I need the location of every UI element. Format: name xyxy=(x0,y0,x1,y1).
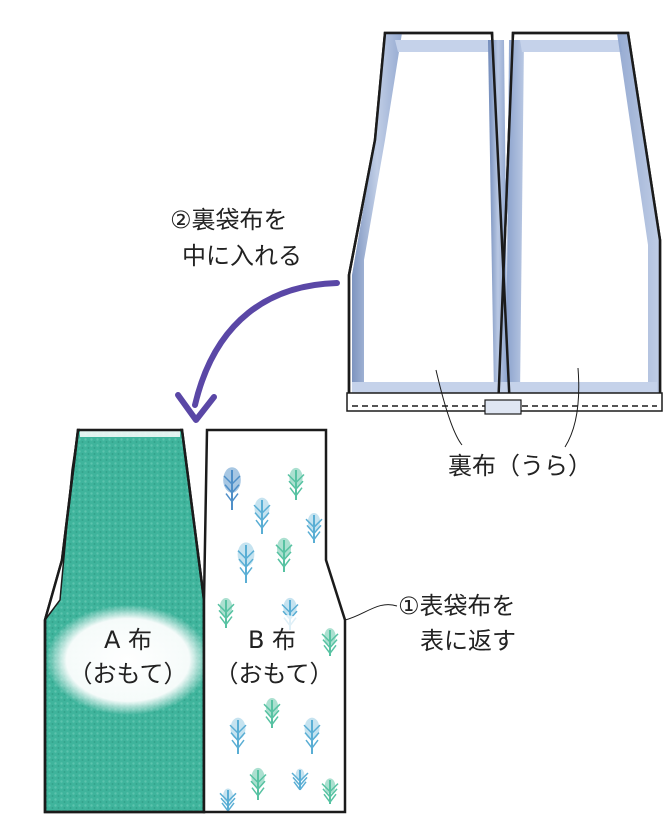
print-tree xyxy=(287,467,305,500)
print-tree xyxy=(249,767,267,800)
lining-right-top-band xyxy=(520,40,622,52)
fabric-b-side: （おもて） xyxy=(214,660,334,688)
fabric-b-tree-print xyxy=(217,467,339,812)
step2-line2: 中に入れる xyxy=(182,242,302,270)
arrow-head xyxy=(175,392,217,423)
fabric-a-side: （おもて） xyxy=(68,660,188,688)
step1-line1: ①表袋布を xyxy=(398,592,516,620)
print-tree xyxy=(321,628,339,656)
step2-line1: ②裏袋布を xyxy=(170,206,288,234)
print-tree xyxy=(305,513,323,543)
lining-center-band-right xyxy=(506,40,524,395)
fabric-a-name: A 布 xyxy=(103,626,153,654)
print-tree xyxy=(217,598,235,628)
print-tree xyxy=(229,717,247,754)
print-tree xyxy=(291,768,309,791)
lining-left-top-band xyxy=(395,40,490,52)
fabric-b-name: B 布 xyxy=(247,626,297,654)
lining-bag xyxy=(346,31,663,448)
print-tree xyxy=(321,778,339,804)
lining-leader-right xyxy=(564,367,580,448)
print-tree xyxy=(263,698,281,728)
insert-arrow xyxy=(175,280,340,423)
print-tree xyxy=(275,537,293,572)
fabric-a-label-area xyxy=(46,605,210,715)
fabric-b-leader xyxy=(344,604,398,621)
print-tree xyxy=(253,497,271,534)
step1-line2: 表に返す xyxy=(420,627,516,655)
lining-leader-left xyxy=(435,369,463,446)
lining-bottom-band xyxy=(352,382,657,395)
lining-opening xyxy=(484,399,522,415)
lining-left-panel xyxy=(347,31,512,412)
print-tree xyxy=(303,717,321,754)
print-tree xyxy=(223,467,241,510)
lining-left-outer-band xyxy=(352,33,402,395)
fabric-b-panel xyxy=(202,428,398,814)
lining-right-outer-band xyxy=(617,33,660,395)
print-tree xyxy=(237,542,255,583)
fabric-a-panel xyxy=(43,425,210,814)
lining-label: 裏布（うら） xyxy=(448,452,592,480)
print-tree xyxy=(219,788,237,812)
arrow-shaft xyxy=(192,280,340,408)
